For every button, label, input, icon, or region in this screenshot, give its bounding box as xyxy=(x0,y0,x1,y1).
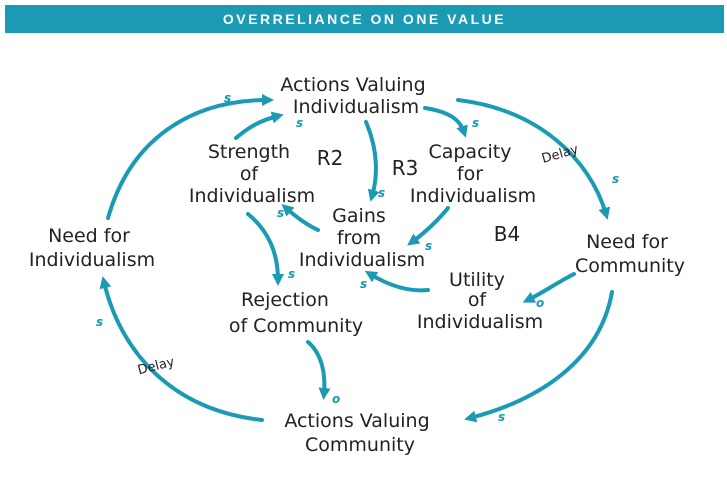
node-need-for-individualism: Need for Individualism xyxy=(29,225,155,271)
arrow-rejection-to-actions-comm xyxy=(306,340,331,400)
arrow-need-comm-to-actions-comm xyxy=(464,290,614,423)
loop-label-r3: R3 xyxy=(392,156,419,180)
polarity-need-comm-to-utility: o xyxy=(536,296,544,310)
arrow-utility-to-gains xyxy=(364,270,430,293)
arrow-actions-ind-to-need-comm xyxy=(456,98,611,220)
polarity-actions-ind-to-gains: s xyxy=(378,186,385,200)
polarity-gains-to-strength: s xyxy=(277,206,284,220)
arrow-strength-to-rejection xyxy=(246,212,284,286)
polarity-need-comm-to-actions-comm: s xyxy=(498,410,505,424)
polarity-actions-ind-to-capacity: s xyxy=(472,116,479,130)
arrow-need-comm-to-utility xyxy=(522,272,576,303)
arrow-need-ind-to-actions-ind xyxy=(106,94,274,220)
node-strength-of-individualism: Strength of Individualism xyxy=(189,141,315,207)
arrow-actions-ind-to-gains xyxy=(364,120,380,202)
polarity-strength-to-rejection: s xyxy=(288,267,295,281)
delay-label-top-right: Delay xyxy=(540,142,580,167)
polarity-capacity-to-gains: s xyxy=(425,239,432,253)
arrow-gains-to-strength xyxy=(281,204,320,232)
loop-label-b4: B4 xyxy=(494,222,520,246)
polarity-need-ind-to-actions-ind: s xyxy=(224,91,231,105)
node-actions-valuing-individualism: Actions Valuing Individualism xyxy=(280,74,431,118)
polarity-actions-ind-to-need-comm: s xyxy=(612,172,619,186)
node-actions-valuing-community: Actions Valuing Community xyxy=(284,410,435,456)
arrow-actions-comm-to-need-ind xyxy=(99,276,264,422)
polarity-actions-comm-to-need-ind: s xyxy=(96,315,103,329)
arrow-actions-ind-to-capacity xyxy=(423,106,468,138)
loop-label-r2: R2 xyxy=(317,146,344,170)
polarity-strength-to-actions-ind: s xyxy=(296,116,303,130)
node-gains-from-individualism: Gains from Individualism xyxy=(299,205,425,271)
node-rejection-of-community: Rejection of Community xyxy=(229,289,363,337)
arrow-capacity-to-gains xyxy=(407,206,450,246)
node-utility-of-individualism: Utility of Individualism xyxy=(417,269,543,333)
arrow-strength-to-actions-ind xyxy=(234,111,284,140)
polarity-utility-to-gains: s xyxy=(360,277,367,291)
node-need-for-community: Need for Community xyxy=(575,231,685,277)
title-banner: OVERRELIANCE ON ONE VALUE xyxy=(5,5,724,33)
page-title: OVERRELIANCE ON ONE VALUE xyxy=(222,11,507,27)
node-capacity-for-individualism: Capacity for Individualism xyxy=(410,141,536,207)
polarity-rejection-to-actions-comm: o xyxy=(332,392,340,406)
